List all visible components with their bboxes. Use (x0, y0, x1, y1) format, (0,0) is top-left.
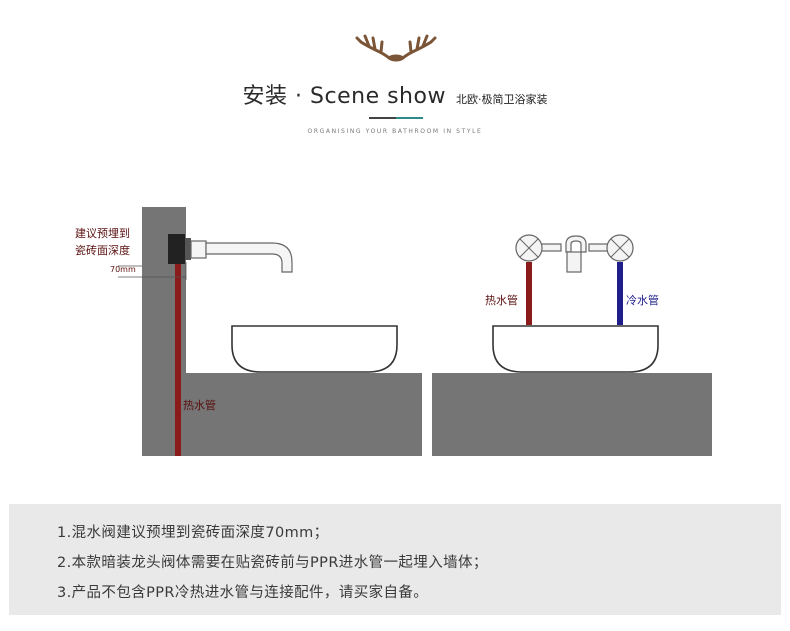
page-subtitle: 北欧·极简卫浴家装 (455, 93, 548, 106)
callout-text-line1: 建议预埋到 (75, 226, 130, 240)
title-underline (369, 117, 396, 119)
depth-label: 70mm (110, 265, 136, 274)
right-scene: 热水管 冷水管 (432, 234, 712, 456)
page-title: 安装 · Scene show (242, 84, 446, 109)
hot-pipe-label: 热水管 (183, 398, 216, 412)
page-header: 安装 · Scene show 北欧·极简卫浴家装 (0, 78, 790, 114)
note-item: 1.混水阀建议预埋到瓷砖面深度70mm； (57, 525, 329, 541)
faucet-spout (190, 240, 293, 273)
cold-pipe (617, 262, 623, 325)
callout-text-line2: 瓷砖面深度 (75, 243, 130, 257)
note-item: 3.产品不包含PPR冷热进水管与连接配件，请买家自备。 (57, 585, 429, 601)
faucet-front-view (515, 234, 634, 273)
installation-notes: 1.混水阀建议预埋到瓷砖面深度70mm； 2.本款暗装龙头阀体需要在贴瓷砖前与P… (9, 504, 781, 615)
note-item: 2.本款暗装龙头阀体需要在贴瓷砖前与PPR进水管一起埋入墙体； (57, 555, 488, 571)
washbasin (492, 325, 659, 373)
countertop (186, 373, 422, 456)
valve-body (168, 234, 185, 264)
title-underline-accent (396, 117, 423, 119)
left-scene: 建议预埋到 瓷砖面深度 70mm 热水管 (75, 207, 422, 456)
installation-diagram: 建议预埋到 瓷砖面深度 70mm 热水管 热水管 冷水管 (75, 207, 712, 456)
hot-pipe (526, 262, 532, 325)
valve-flange (185, 238, 191, 260)
antler-icon (355, 34, 437, 62)
countertop (432, 373, 712, 456)
hot-pipe-label: 热水管 (485, 293, 518, 307)
cold-pipe-label: 冷水管 (626, 293, 659, 307)
washbasin (231, 325, 398, 373)
hot-pipe (175, 252, 181, 456)
tagline: ORGANISING YOUR BATHROOM IN STYLE (307, 128, 483, 135)
